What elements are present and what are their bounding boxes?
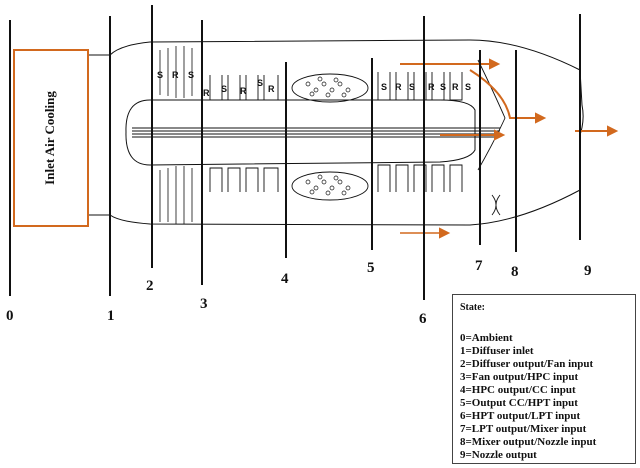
state-legend: State: 0=Ambient 1=Diffuser inlet 2=Diff… (452, 294, 636, 464)
engine-shaft (125, 99, 500, 166)
airflow-arrows (400, 58, 619, 239)
station-number: 9 (584, 263, 592, 279)
blade-label: R (452, 82, 459, 92)
combustion-chamber-bottom (291, 171, 369, 201)
blade-label: S (381, 82, 387, 92)
legend-item: 1=Diffuser inlet (460, 345, 534, 357)
blade-label: R (172, 70, 179, 80)
station-number: 6 (419, 311, 427, 327)
blade-labels: S R S R S R S R S R S R S R S (157, 70, 471, 98)
blade-label: S (188, 70, 194, 80)
legend-item: 6=HPT output/LPT input (460, 410, 581, 422)
legend-title: State: (460, 302, 485, 313)
station-number: 7 (475, 258, 483, 274)
station-lines (9, 5, 581, 300)
station-number: 8 (511, 264, 519, 280)
blade-label: S (465, 82, 471, 92)
station-number: 2 (146, 278, 154, 294)
station-number: 4 (281, 271, 289, 287)
blade-label: R (203, 88, 210, 98)
legend-item: 2=Diffuser output/Fan input (460, 358, 594, 370)
legend-item: 9=Nozzle output (460, 449, 537, 461)
fan-blades (159, 46, 193, 224)
legend-item: 4=HPC output/CC input (460, 384, 576, 396)
station-number: 3 (200, 296, 208, 312)
station-number: 0 (6, 308, 14, 324)
legend-item: 0=Ambient (460, 332, 513, 344)
station-numbers: 0 1 2 3 4 5 6 7 8 9 (6, 258, 592, 327)
blade-label: R (268, 84, 275, 94)
mixer (477, 59, 506, 216)
blade-label: S (409, 82, 415, 92)
legend-item: 3=Fan output/HPC input (460, 371, 579, 383)
inlet-air-cooling-box (13, 49, 89, 227)
legend-item: 5=Output CC/HPT input (460, 397, 578, 409)
legend-item: 8=Mixer output/Nozzle input (460, 436, 597, 448)
blade-label: R (395, 82, 402, 92)
blade-label: R (240, 86, 247, 96)
inlet-air-cooling-label: Inlet Air Cooling (42, 91, 57, 185)
blade-label: S (440, 82, 446, 92)
blade-label: R (428, 82, 435, 92)
blade-label: S (257, 78, 263, 88)
engine-casing (88, 39, 584, 226)
compressor-stages-top (209, 72, 463, 101)
legend-item: 7=LPT output/Mixer input (460, 423, 587, 435)
combustion-chamber-top (291, 73, 369, 103)
blade-label: S (221, 84, 227, 94)
blade-label: S (157, 70, 163, 80)
legend-list: 0=Ambient 1=Diffuser inlet 2=Diffuser ou… (460, 332, 629, 462)
compressor-stages-bottom (209, 164, 463, 192)
station-number: 1 (107, 308, 115, 324)
station-number: 5 (367, 260, 375, 276)
